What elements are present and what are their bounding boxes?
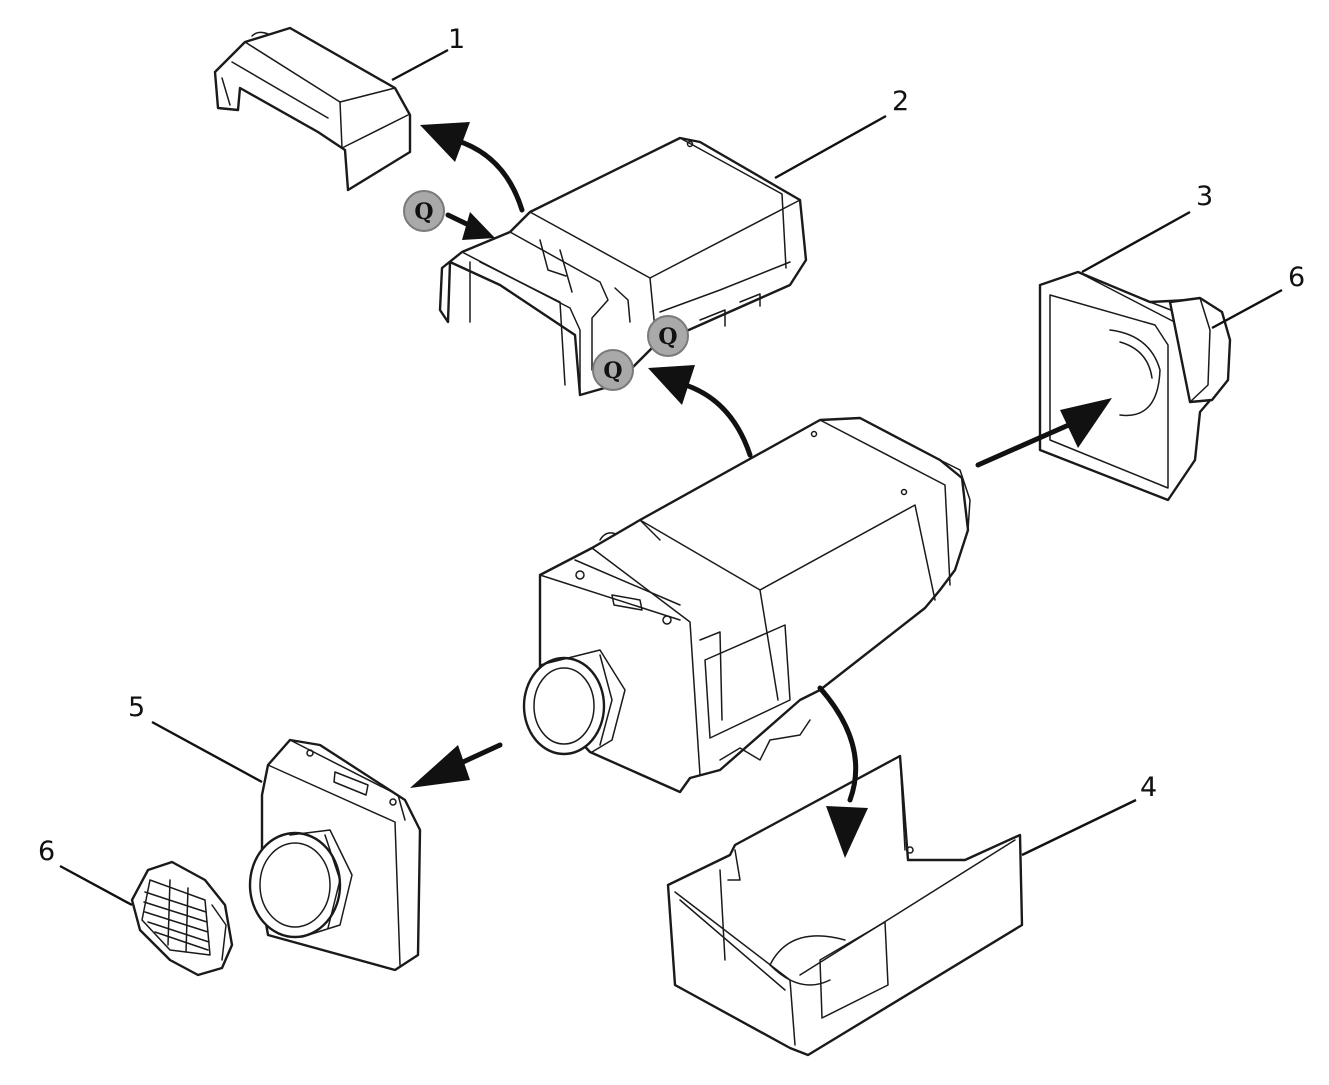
leader-6-right xyxy=(1211,288,1283,330)
callout-1: 1 xyxy=(448,24,465,55)
leader-2 xyxy=(774,114,887,180)
callout-5: 5 xyxy=(128,692,145,723)
leader-4 xyxy=(1021,798,1137,857)
leader-5 xyxy=(151,720,263,784)
arrow-body-to-front-cap xyxy=(410,742,503,788)
part-4-bottom-shell xyxy=(666,754,1024,1057)
callout-6-left: 6 xyxy=(38,836,55,867)
part-6-grille-left xyxy=(130,860,234,977)
part-2-control-unit xyxy=(438,136,808,397)
part-5-front-cap xyxy=(248,738,422,972)
q-marker-3-label: Q xyxy=(603,358,622,384)
q-marker-1: Q xyxy=(403,190,445,232)
leader-6-left xyxy=(59,864,133,907)
arrow-body-to-bottom-shell xyxy=(817,685,868,858)
callout-2: 2 xyxy=(892,86,909,117)
main-heater-body xyxy=(522,416,971,794)
q-marker-1-label: Q xyxy=(414,199,433,225)
callout-3: 3 xyxy=(1196,181,1213,212)
callout-6-right: 6 xyxy=(1288,262,1305,293)
q-marker-2: Q xyxy=(647,315,689,357)
part-6-collar-right xyxy=(1168,296,1232,404)
callout-4: 4 xyxy=(1140,772,1157,803)
q-marker-3: Q xyxy=(592,349,634,391)
leader-1 xyxy=(391,48,449,82)
q-marker-2-label: Q xyxy=(658,324,677,350)
leader-3 xyxy=(1081,210,1191,274)
arrow-body-to-rear-hood xyxy=(975,398,1112,468)
part-1-top-cover xyxy=(213,26,412,192)
arrow-remove-top-cover xyxy=(420,122,525,213)
arrow-body-to-control-unit xyxy=(648,365,753,458)
arrow-q-to-control-unit xyxy=(445,212,495,240)
